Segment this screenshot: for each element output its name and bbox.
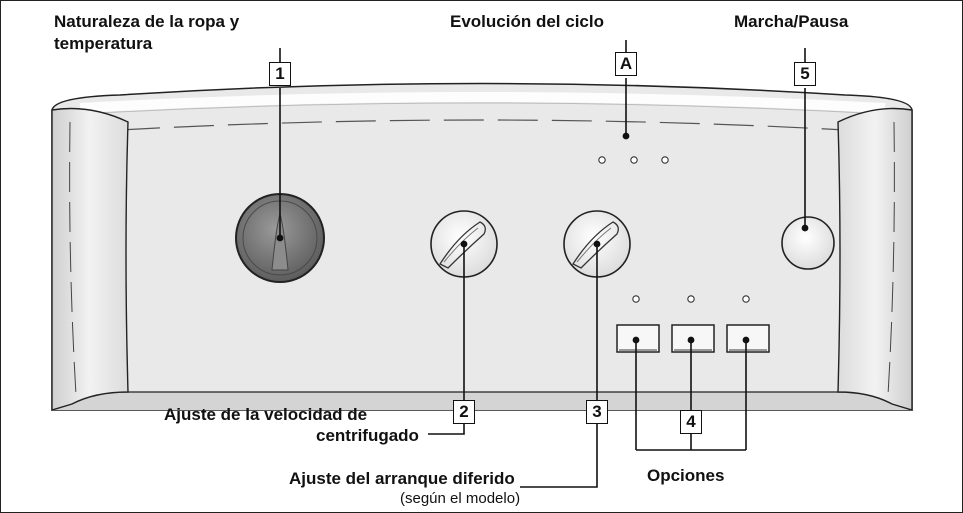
callout-2: 2: [453, 400, 475, 424]
option-leds: [632, 295, 750, 303]
label-start-pause: Marcha/Pausa: [734, 12, 849, 31]
label-delay-start: Ajuste del arranque diferido: [289, 469, 515, 488]
option-button-2[interactable]: [671, 324, 715, 353]
callout-3: 3: [586, 400, 608, 424]
panel-side-left: [51, 107, 129, 411]
label-options: Opciones: [647, 466, 725, 485]
leader-lines: [276, 40, 809, 488]
start-pause-button[interactable]: [781, 216, 835, 270]
label-spin-speed-line1: Ajuste de la velocidad de: [164, 405, 368, 424]
label-spin-speed-line2: centrifugado: [316, 426, 419, 445]
cycle-progress-leds: [598, 156, 669, 164]
callout-4: 4: [680, 410, 702, 434]
panel-side-right: [837, 107, 913, 411]
callout-a: A: [615, 52, 637, 76]
callout-1: 1: [269, 62, 291, 86]
panel-top-rim: [79, 92, 886, 113]
label-cycle-progress: Evolución del ciclo: [450, 12, 604, 31]
label-wash-type-line2: temperatura: [54, 34, 153, 53]
label-delay-start-note: (según el modelo): [400, 490, 521, 507]
callout-5: 5: [794, 62, 816, 86]
label-wash-type-line1: Naturaleza de la ropa y: [54, 12, 240, 31]
